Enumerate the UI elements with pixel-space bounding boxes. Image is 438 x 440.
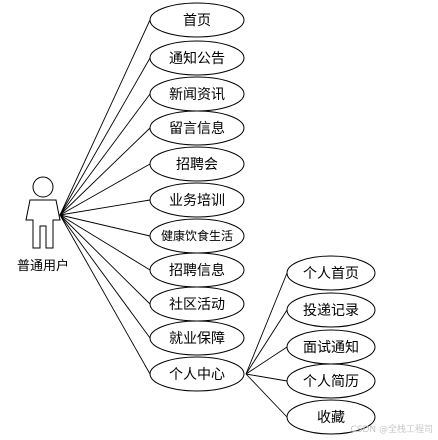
connector-2 [59,93,151,216]
sub-connector-3 [245,373,288,382]
connector-6 [59,214,151,237]
sub-connector-0 [245,272,288,375]
use-case-news: 新闻资讯 [149,76,245,112]
use-case-label: 招聘会 [176,157,218,173]
actor-body [25,199,61,249]
personal-center-sub-items: 个人首页 投递记录 面试通知 个人简历 收藏 [286,255,376,435]
connector-8 [59,214,151,305]
use-case-job-fair: 招聘会 [149,146,245,182]
actor-head [32,176,54,198]
connector-5 [59,199,151,216]
sub-connector-1 [245,309,288,375]
use-case-employment-security: 就业保障 [149,320,245,356]
actor-connectors [59,19,151,375]
use-case-label: 留言信息 [169,120,225,137]
sub-connector-2 [245,346,288,375]
use-case-label: 就业保障 [169,331,225,347]
sub-item-label: 收藏 [317,410,345,426]
use-case-messages: 留言信息 [149,110,245,146]
use-case-training: 业务培训 [149,182,245,218]
actor-label: 普通用户 [17,258,69,274]
watermark-text: CSDN @全栈工程司 [350,423,433,435]
use-case-label: 新闻资讯 [169,87,225,103]
use-case-label: 个人中心 [169,367,225,383]
sub-item-resume: 个人简历 [286,363,376,399]
sub-connector-4 [245,373,288,418]
sub-item-label: 面试通知 [303,339,359,356]
use-case-community: 社区活动 [149,286,245,322]
use-case-recruitment: 招聘信息 [149,252,245,288]
connector-0 [59,19,151,216]
sub-item-delivery-record: 投递记录 [286,292,376,328]
sub-item-label: 个人简历 [303,373,359,390]
connector-10 [59,214,151,375]
use-case-label: 社区活动 [169,297,225,313]
use-case-label: 招聘信息 [169,262,225,279]
actor-figure: 普通用户 [17,176,69,274]
sub-item-interview-notice: 面试通知 [286,329,376,365]
use-case-personal-center: 个人中心 [149,356,245,392]
connector-3 [59,127,151,216]
use-case-home: 首页 [149,2,245,38]
sub-item-favorites: 收藏 [286,399,376,435]
sub-item-label: 投递记录 [303,303,359,319]
use-case-notice: 通知公告 [149,40,245,76]
connector-1 [59,57,151,216]
use-case-label: 首页 [183,13,211,29]
sub-item-label: 个人首页 [303,266,359,282]
connector-7 [59,214,151,271]
connector-4 [59,163,151,216]
use-case-label: 通知公告 [169,50,225,67]
use-case-healthy-diet: 健康饮食生活 [149,218,245,254]
use-case-label: 业务培训 [169,193,225,209]
connector-9 [59,214,151,339]
use-case-label: 健康饮食生活 [161,228,233,243]
sub-item-personal-home: 个人首页 [286,255,376,291]
personal-center-connectors [245,272,288,418]
use-case-list: 首页 通知公告 新闻资讯 留言信息 招聘会 业务培训 健康饮食生活 招聘信息 [149,2,245,392]
